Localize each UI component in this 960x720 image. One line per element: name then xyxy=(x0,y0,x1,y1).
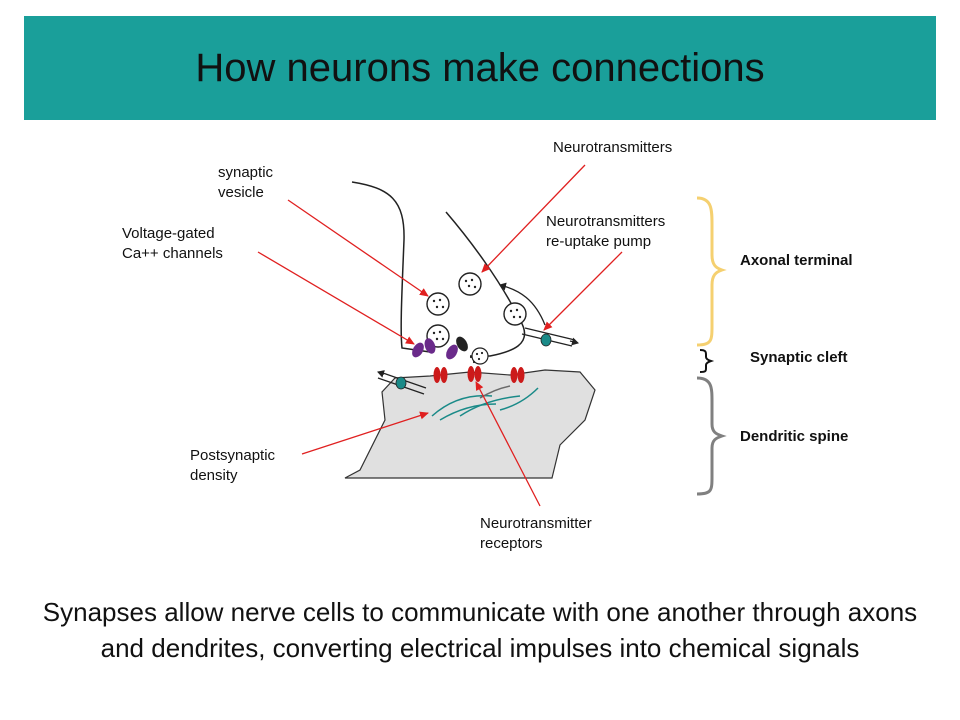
label-synaptic-vesicle: synaptic vesicle xyxy=(218,164,274,201)
title-bar: How neurons make connections xyxy=(24,16,936,120)
vesicle xyxy=(426,292,450,316)
region-axonal-terminal: Axonal terminal xyxy=(740,252,853,269)
dendritic-spine-brace xyxy=(696,376,727,496)
vesicles xyxy=(426,272,527,365)
receptor xyxy=(474,366,482,382)
postsynaptic-density xyxy=(431,385,539,421)
arrow-receptors xyxy=(475,381,541,507)
ca-channel xyxy=(412,342,424,358)
label-reuptake-pump: Neurotransmitters re-uptake pump xyxy=(546,213,666,250)
arrow-voltage-gated xyxy=(257,251,415,345)
arrow-postsynaptic-density xyxy=(301,411,429,455)
postsynaptic-pump xyxy=(377,370,427,395)
pointer-arrows xyxy=(257,164,623,507)
ca-channel xyxy=(424,338,436,354)
label-voltage-gated-channels: Voltage-gated Ca++ channels xyxy=(122,225,223,262)
region-dendritic-spine: Dendritic spine xyxy=(740,428,849,445)
label-neurotransmitters: Neurotransmitters xyxy=(553,139,673,156)
vesicle xyxy=(458,272,482,296)
axonal-terminal-brace xyxy=(696,196,727,347)
region-synaptic-cleft: Synaptic cleft xyxy=(750,349,848,366)
arrow-neurotransmitters xyxy=(481,164,586,273)
voltage-gated-channels xyxy=(412,336,468,360)
caption: Synapses allow nerve cells to communicat… xyxy=(42,597,918,663)
page-title: How neurons make connections xyxy=(195,45,765,90)
ca-channel xyxy=(456,336,468,352)
dendritic-spine-body xyxy=(344,369,596,479)
label-neurotransmitter-receptors: Neurotransmitter receptors xyxy=(480,515,592,552)
recycle-arrow xyxy=(499,282,546,326)
arrow-reuptake-pump xyxy=(543,251,623,331)
reuptake-pump xyxy=(521,327,579,347)
fusing-vesicle xyxy=(469,347,489,365)
vesicle xyxy=(503,302,527,326)
neurotransmitter-receptors xyxy=(433,366,525,383)
arrow-synaptic-vesicle xyxy=(287,199,429,297)
receptor xyxy=(517,367,525,383)
receptor xyxy=(510,367,518,383)
receptor xyxy=(433,367,441,383)
axon-terminal-right-membrane xyxy=(445,211,526,357)
axon-terminal-left-membrane xyxy=(351,181,431,353)
ca-channel xyxy=(446,344,458,360)
synaptic-cleft-brace xyxy=(699,349,715,373)
receptor xyxy=(467,366,475,382)
label-postsynaptic-density: Postsynaptic density xyxy=(190,447,276,484)
receptor xyxy=(440,367,448,383)
